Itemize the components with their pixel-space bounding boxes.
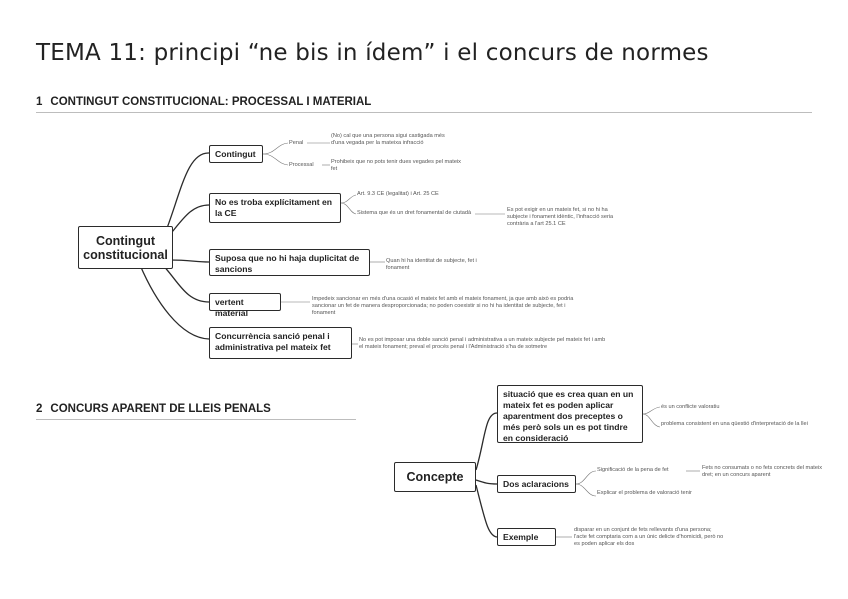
mindmap-leaf-note: problema consistent en una qüestió d'int… [661,421,808,427]
mindmap-node-vertent-material: vertent material [209,293,281,318]
mindmap-node-situacio: situació que es crea quan en un mateix f… [497,385,643,443]
section-divider [36,419,356,420]
mindmap-node-concurrencia: Concurrència sanció penal i administrati… [209,327,352,359]
mindmap-node-dos-aclaracions: Dos aclaracions [497,475,576,493]
mindmap-root-node: Concepte [394,462,476,492]
document-title: TEMA 11: principi “ne bis in ídem” i el … [36,40,709,66]
mindmap-leaf-note: Impedeix sancionar en més d'una ocasió e… [312,296,574,316]
mindmap-leaf-label: Penal [289,140,304,146]
mindmap-leaf-note: disparar en un conjunt de fets rellevant… [574,527,724,547]
section-number: 2 [36,403,43,415]
mindmap-leaf-note: Fets no consumats o no fets concrets del… [702,465,823,478]
section-heading-1: 1 CONTINGUT CONSTITUCIONAL: PROCESSAL I M… [36,96,371,108]
mindmap-leaf-note: Explicar el problema de valoració tenir [597,490,692,496]
mindmap-node-no-duplicitat: Suposa que no hi haja duplicitat de sanc… [209,249,370,276]
mindmap-leaf-note: Sistema que és un dret fonamental de ciu… [357,210,472,216]
mindmap-root-node: Contingut constitucional [78,226,173,269]
mindmap-leaf-note: Art. 9.3 CE (legalitat) i Art. 25 CE [357,191,439,197]
section-heading-2: 2 CONCURS APARENT DE LLEIS PENALS [36,403,271,415]
mindmap-leaf-note: Prohibeix que no pots tenir dues vegades… [331,159,461,172]
mindmap-node-contingut: Contingut [209,145,263,163]
mindmap-node-no-explicit-ce: No es troba explícitament en la CE [209,193,341,223]
section-heading-text: CONTINGUT CONSTITUCIONAL: PROCESSAL I MA… [50,96,372,108]
mindmap-leaf-note: No es pot imposar una doble sanció penal… [359,337,606,350]
section-heading-text: CONCURS APARENT DE LLEIS PENALS [50,403,271,415]
mindmap-node-exemple: Exemple [497,528,556,546]
mindmap-leaf-note: Significació de la pena de fet [597,467,669,473]
mindmap-leaf-note: Quan hi ha identitat de subjecte, fet i … [386,258,477,271]
mindmap-leaf-note: (No) cal que una persona sigui castigada… [331,133,445,146]
mindmap-leaf-note: és un conflicte valoratiu [661,404,720,410]
section-divider [36,112,812,113]
mindmap-leaf-note: Es pot exigir en un mateix fet, si no hi… [507,207,614,227]
mindmap-leaf-label: Processal [289,162,314,168]
section-number: 1 [36,96,43,108]
